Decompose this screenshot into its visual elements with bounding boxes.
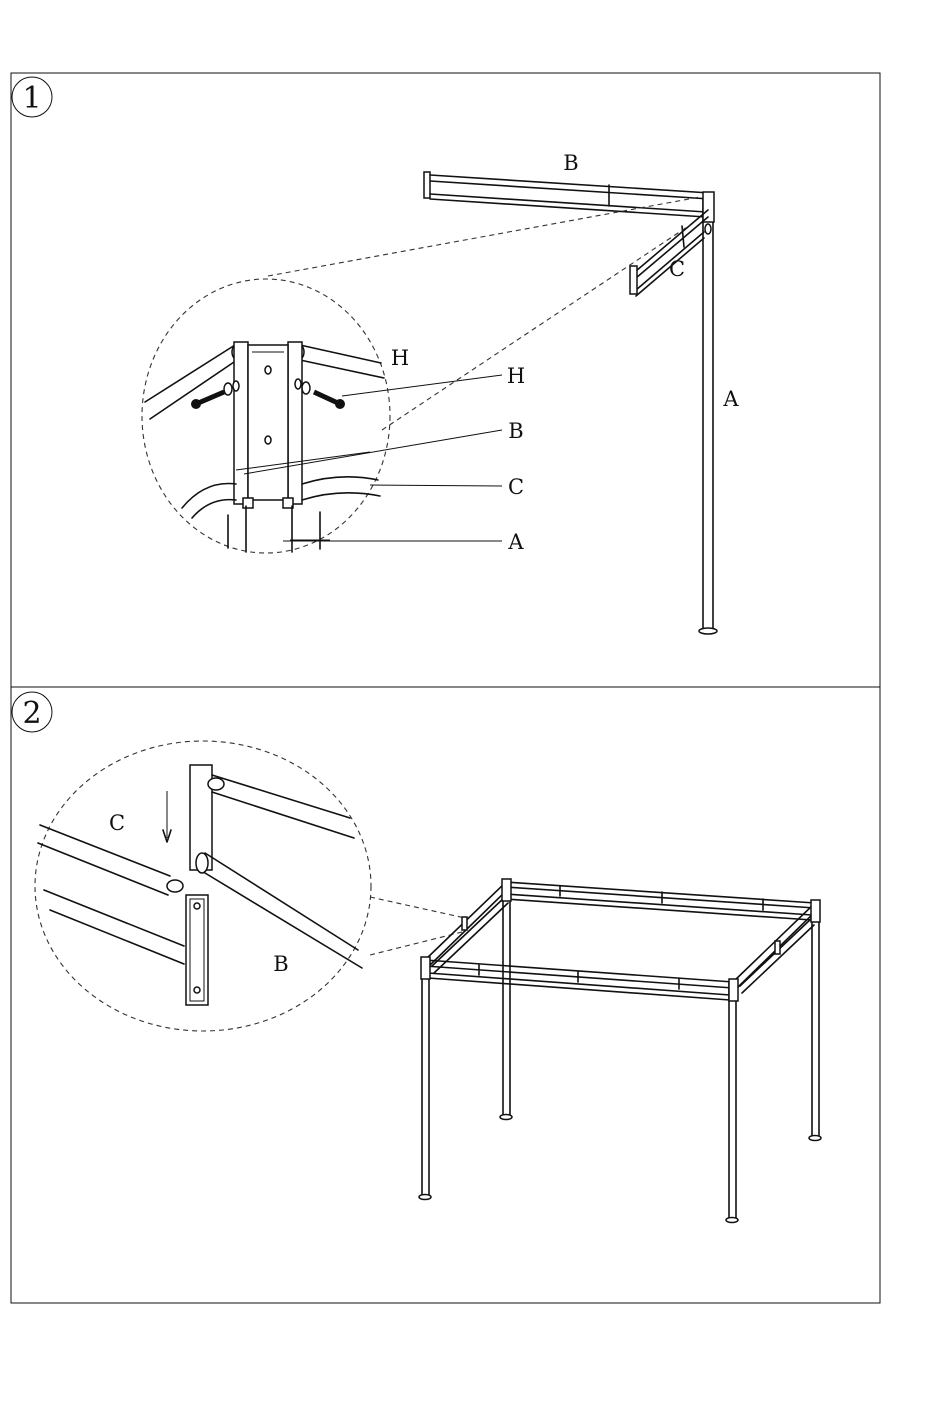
corner-detail-magnifier [142,279,390,553]
bolt-left [191,381,239,409]
step-2-panel: 2 [11,687,880,1303]
beam-b [424,172,714,222]
label-callout-h: H [507,364,525,388]
beam-c [630,210,711,296]
joint-detail-magnifier [35,741,371,1031]
label-pole-a: A [722,387,739,411]
label-detail-c: C [109,811,125,835]
label-callout-b: B [508,419,523,443]
assembled-frame [419,879,821,1223]
leader-line-c [370,485,502,486]
leader-line-h [342,375,502,396]
step-1-number: 1 [22,81,41,116]
label-beam-b: B [563,151,578,175]
label-callout-a: A [507,530,524,554]
joint-projection-line-top [370,897,465,918]
step-1-panel: 1 [11,73,880,687]
step-1-frame [11,73,880,687]
label-callout-c: C [508,475,524,499]
label-detail-h: H [391,346,409,370]
step-2-frame [11,687,880,1303]
label-beam-c: C [669,257,685,281]
detail-projection-line-bottom [382,225,690,430]
pole-a [699,198,717,634]
label-detail-b: B [273,952,288,976]
detail-projection-line-top [268,197,700,276]
step-2-number: 2 [22,696,41,731]
